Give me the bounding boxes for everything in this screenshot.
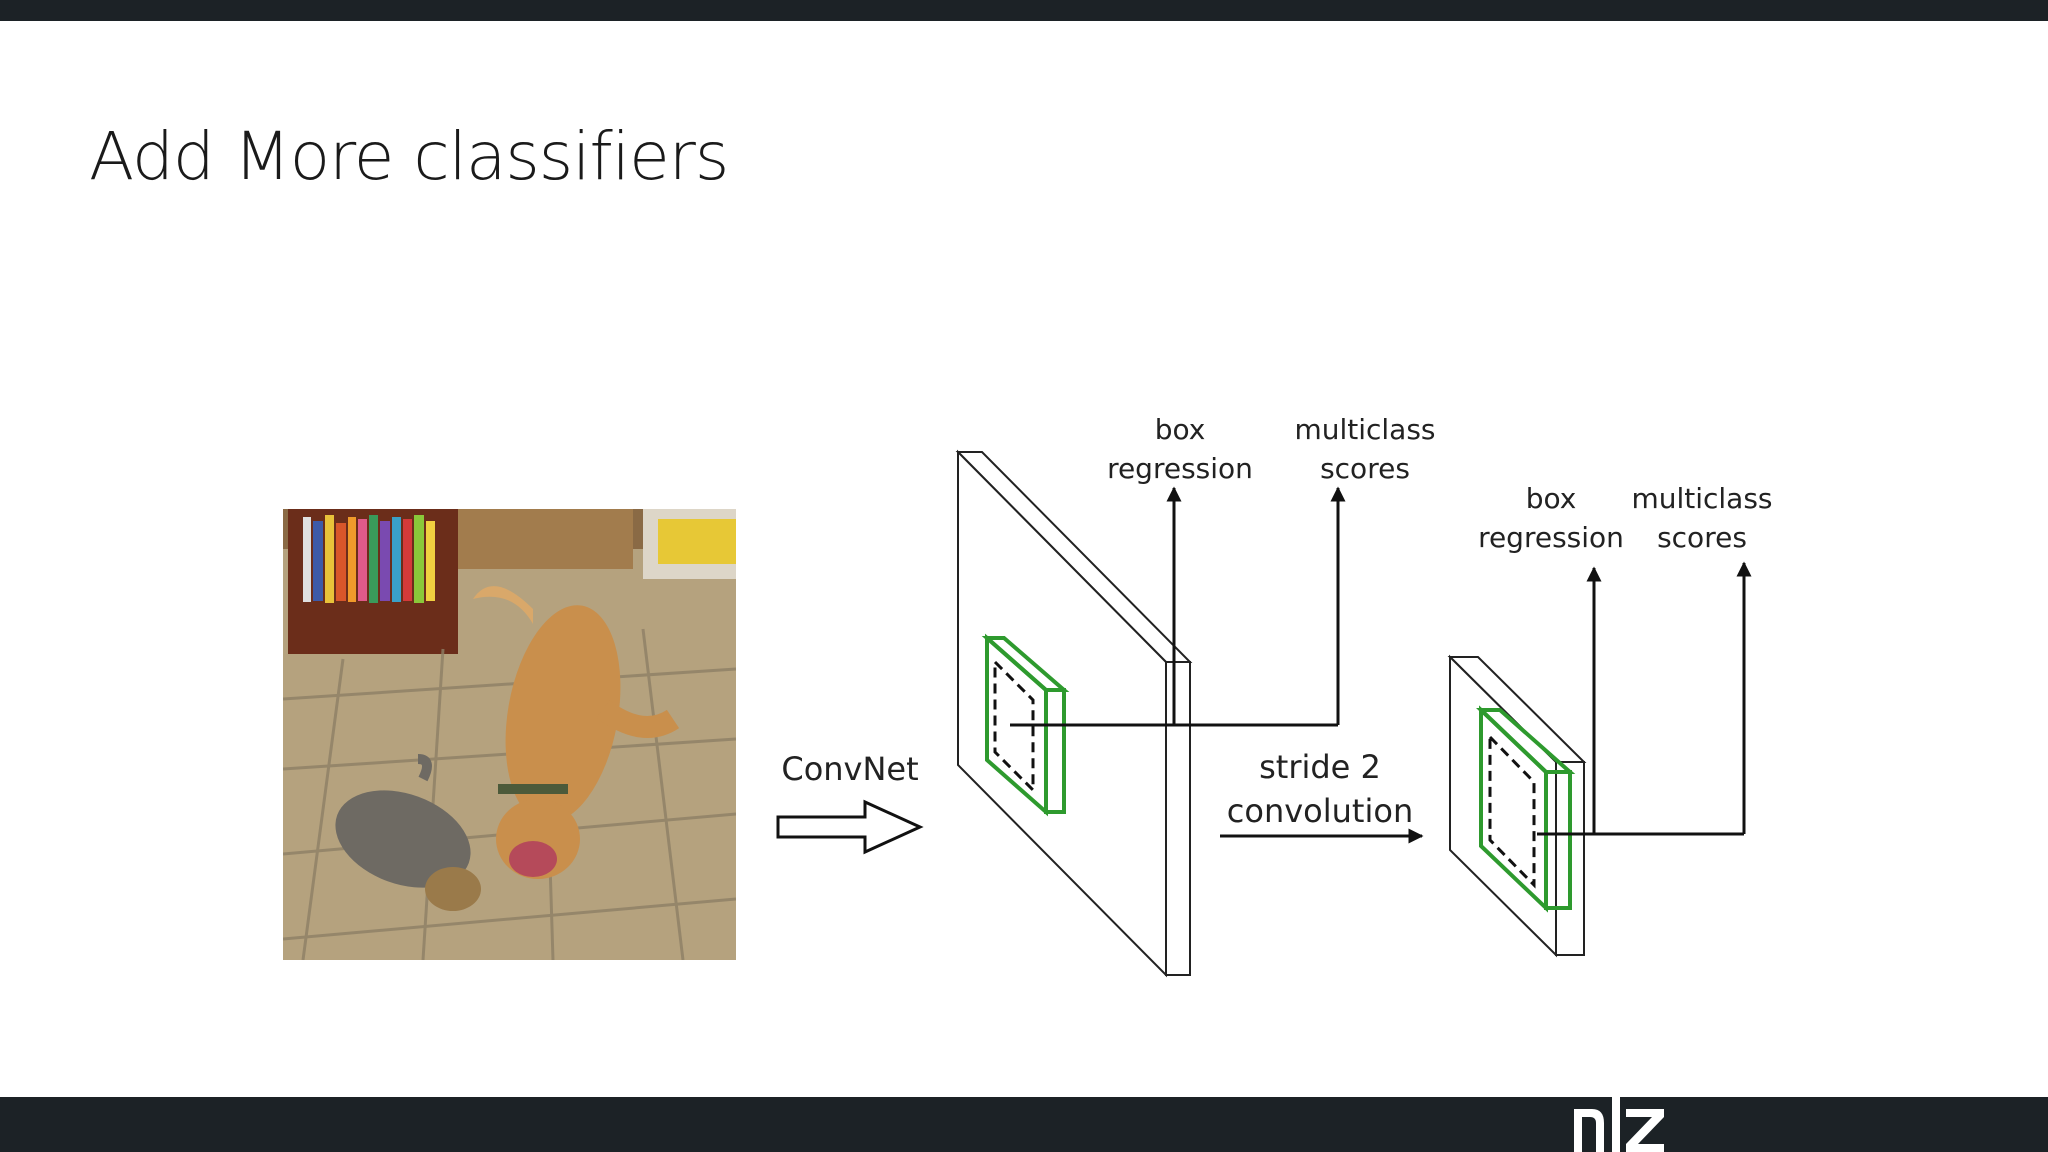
layer2-multiclass-scores-line2: scores	[1657, 521, 1747, 554]
layer1-box-regression-line1: box	[1155, 413, 1206, 446]
dashed-window-layer-2	[1488, 733, 1536, 889]
cat-dog-photo	[283, 509, 736, 960]
layer-1-connectors	[1010, 486, 1346, 727]
layer1-multiclass-scores-line2: scores	[1320, 452, 1410, 485]
feature-map-layer-2	[1447, 654, 1587, 958]
layer-2-connectors	[1537, 561, 1752, 836]
layer1-multiclass-scores-line1: multiclass	[1294, 413, 1435, 446]
slide-title: Add More classifiers	[89, 118, 729, 195]
convnet-label: ConvNet	[781, 750, 918, 788]
layer2-box-regression-line1: box	[1526, 482, 1577, 515]
layer1-box-regression-line2: regression	[1107, 452, 1253, 485]
bottom-bar	[0, 1097, 2048, 1152]
convnet-arrow-icon	[776, 799, 924, 855]
stride-label-line2: convolution	[1227, 792, 1413, 830]
layer2-multiclass-scores-line1: multiclass	[1631, 482, 1772, 515]
green-box-layer-2	[1476, 705, 1576, 913]
feature-map-layer-1	[955, 449, 1193, 978]
dashed-window-layer-1	[993, 658, 1035, 794]
green-box-layer-1	[981, 633, 1070, 817]
university-logo-icon	[1574, 1097, 1664, 1152]
layer2-box-regression-line2: regression	[1478, 521, 1624, 554]
stride-label-line1: stride 2	[1259, 748, 1381, 786]
top-bar	[0, 0, 2048, 21]
